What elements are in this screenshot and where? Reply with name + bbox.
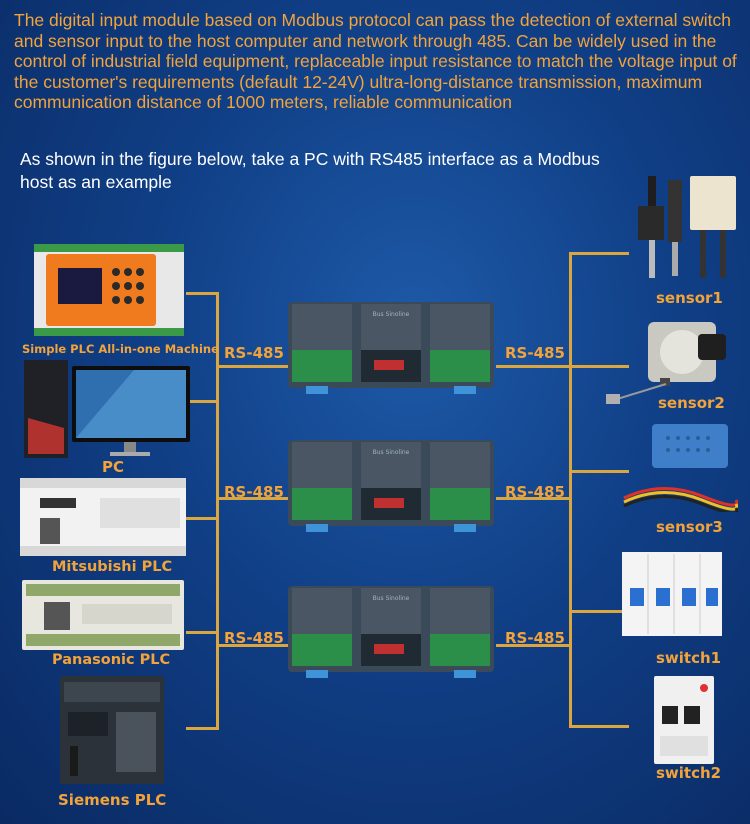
subintro-text: As shown in the figure below, take a PC … <box>20 149 600 192</box>
device-label-switch2: switch2 <box>656 764 722 782</box>
wire-module1-left <box>216 365 288 368</box>
wire-host5-vertical <box>216 634 219 730</box>
right-bus-line <box>569 252 572 727</box>
sensor2-image <box>606 322 726 404</box>
wire-sensor1 <box>569 252 629 255</box>
wire-sensor3 <box>569 470 629 473</box>
module-brand-3: Bus Sinoline <box>373 595 410 602</box>
io-module-3: Bus Sinoline <box>288 586 494 678</box>
intro-text: The digital input module based on Modbus… <box>14 10 737 112</box>
wire-module3-left <box>216 644 288 647</box>
wire-sensor2 <box>569 365 629 368</box>
host-label-simple-plc: Simple PLC All-in-one Machine <box>22 342 219 356</box>
wire-module2-right <box>496 497 570 500</box>
host-label-siemens-plc: Siemens PLC <box>58 791 167 809</box>
wire-switch1 <box>569 610 629 613</box>
pc-image <box>24 360 190 458</box>
sensor1-image <box>638 176 736 278</box>
wire-module3-right <box>496 644 570 647</box>
rs485-label-right-2: RS-485 <box>505 483 565 501</box>
wire-host3 <box>186 517 218 520</box>
device-label-sensor1: sensor1 <box>656 289 723 307</box>
left-bus-line <box>216 292 219 634</box>
device-label-sensor3: sensor3 <box>656 518 723 536</box>
mitsubishi-plc-image <box>20 478 186 556</box>
wire-module1-right <box>496 365 570 368</box>
host-label-pc: PC <box>102 458 125 476</box>
panasonic-plc-image <box>22 580 184 650</box>
rs485-label-left-3: RS-485 <box>224 629 284 647</box>
wire-host4 <box>186 631 218 634</box>
wire-host1 <box>186 292 218 295</box>
device-label-switch1: switch1 <box>656 649 722 667</box>
host-label-mitsubishi-plc: Mitsubishi PLC <box>52 559 173 575</box>
wire-host2 <box>186 400 218 403</box>
switch2-image <box>654 676 714 764</box>
simple-plc-image <box>34 244 184 336</box>
wire-host5 <box>186 727 218 730</box>
io-module-2: Bus Sinoline <box>288 440 494 532</box>
sensor3-image <box>623 424 738 512</box>
switch1-image <box>622 552 722 636</box>
rs485-label-right-1: RS-485 <box>505 344 565 362</box>
siemens-plc-image <box>60 676 164 784</box>
device-label-sensor2: sensor2 <box>658 394 725 412</box>
module-brand-2: Bus Sinoline <box>373 449 410 456</box>
host-label-panasonic-plc: Panasonic PLC <box>52 652 171 668</box>
wire-switch2 <box>569 725 629 728</box>
rs485-label-left-1: RS-485 <box>224 344 284 362</box>
module-brand-1: Bus Sinoline <box>373 311 410 318</box>
io-module-1: Bus Sinoline <box>288 302 494 394</box>
wire-module2-left <box>216 497 288 500</box>
rs485-label-left-2: RS-485 <box>224 483 284 501</box>
rs485-label-right-3: RS-485 <box>505 629 565 647</box>
